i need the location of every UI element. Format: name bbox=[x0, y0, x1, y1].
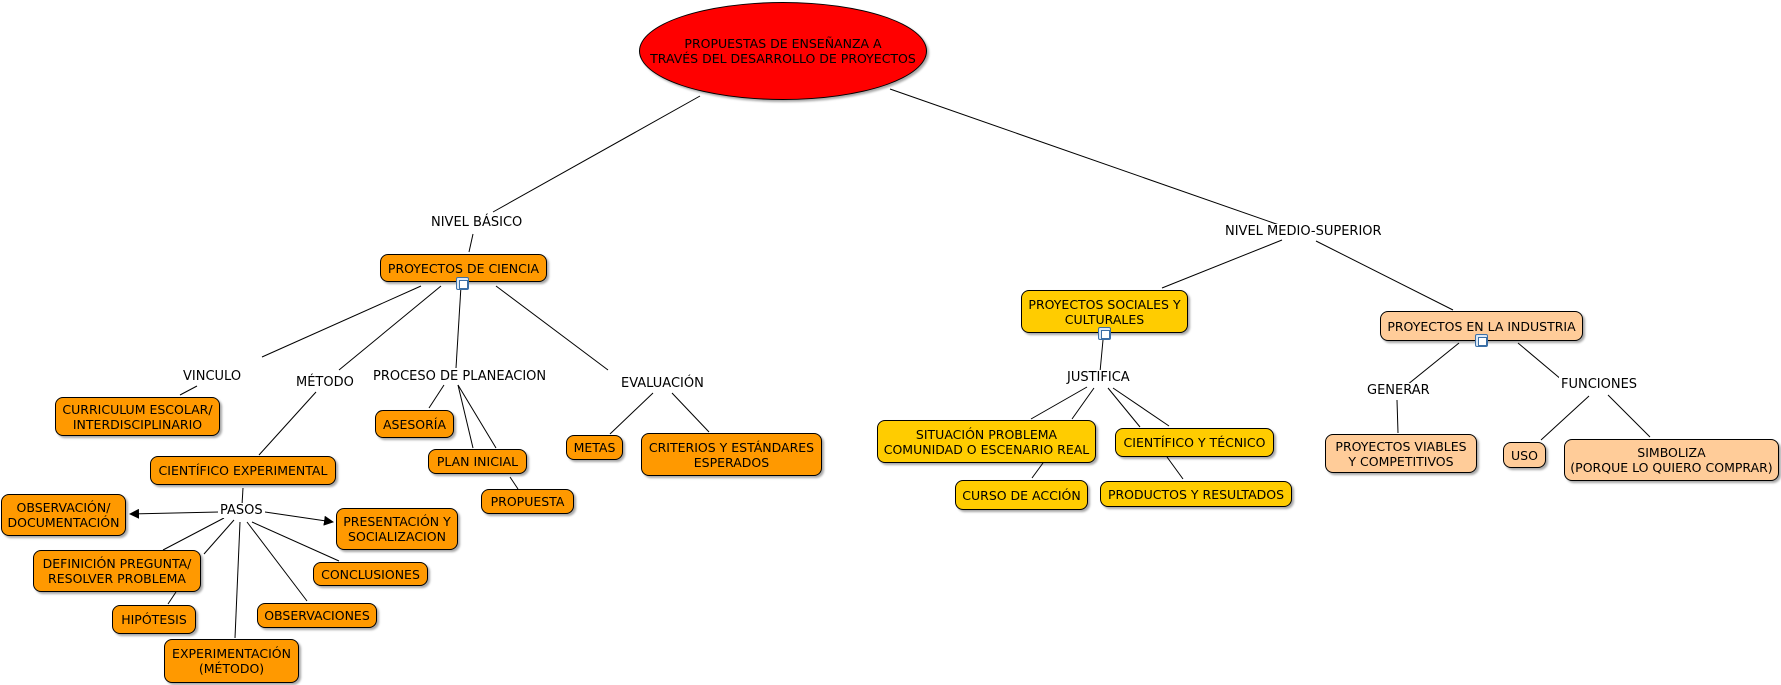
concept-simboliza: SIMBOLIZA (PORQUE LO QUIERO COMPRAR) bbox=[1564, 439, 1779, 481]
connector bbox=[203, 519, 235, 555]
connector bbox=[1166, 456, 1184, 480]
concept-hipotesis: HIPÓTESIS bbox=[112, 605, 196, 634]
concept-curriculum: CURRICULUM ESCOLAR/ INTERDISCIPLINARIO bbox=[55, 397, 220, 436]
connector bbox=[457, 384, 474, 449]
connector bbox=[234, 521, 241, 639]
concept-conclusiones: CONCLUSIONES bbox=[313, 562, 428, 586]
concept-situacion: SITUACIÓN PROBLEMA COMUNIDAD O ESCENARIO… bbox=[877, 420, 1096, 463]
connector bbox=[1031, 462, 1044, 479]
concept-observacion: OBSERVACIÓN/ DOCUMENTACIÓN bbox=[1, 494, 126, 536]
connector bbox=[671, 392, 710, 433]
connector bbox=[1112, 387, 1170, 427]
link-label-pasos: PASOS bbox=[218, 503, 265, 518]
concept-uso: USO bbox=[1503, 442, 1546, 468]
connector bbox=[1107, 387, 1141, 428]
connector bbox=[1161, 239, 1283, 289]
concept-proyectos-sociales: PROYECTOS SOCIALES Y CULTURALES bbox=[1021, 290, 1188, 333]
connector bbox=[246, 521, 308, 602]
link-label-funciones: FUNCIONES bbox=[1559, 377, 1640, 392]
connector bbox=[492, 95, 701, 213]
connector bbox=[1396, 399, 1399, 434]
concept-criterios: CRITERIOS Y ESTÁNDARES ESPERADOS bbox=[641, 433, 822, 476]
connector bbox=[468, 233, 474, 253]
link-label-generar: GENERAR bbox=[1365, 383, 1432, 398]
concept-experimentacion: EXPERIMENTACIÓN (MÉTODO) bbox=[164, 639, 299, 683]
connector bbox=[179, 385, 198, 396]
document-icon[interactable] bbox=[1098, 327, 1111, 340]
connector bbox=[241, 487, 244, 506]
connector bbox=[609, 392, 654, 435]
concept-cientifico-experimental: CIENTÍFICO EXPERIMENTAL bbox=[150, 456, 336, 485]
concept-proyectos-viables: PROYECTOS VIABLES Y COMPETITIVOS bbox=[1325, 434, 1477, 473]
link-label-vinculo: VINCULO bbox=[181, 369, 244, 384]
link-label-nivel-basico: NIVEL BÁSICO bbox=[429, 215, 525, 230]
concept-metas: METAS bbox=[566, 435, 623, 460]
connector bbox=[258, 391, 317, 456]
connector bbox=[338, 285, 442, 371]
concept-curso-accion: CURSO DE ACCIÓN bbox=[955, 480, 1088, 510]
document-icon[interactable] bbox=[1475, 334, 1488, 347]
link-label-evaluacion: EVALUACIÓN bbox=[619, 376, 706, 391]
connector bbox=[261, 285, 422, 358]
root-concept: PROPUESTAS DE ENSEÑANZA A TRAVÉS DEL DES… bbox=[639, 2, 927, 100]
connector bbox=[457, 384, 497, 449]
image-icon[interactable] bbox=[456, 277, 469, 290]
connector bbox=[1540, 395, 1590, 441]
connector bbox=[167, 591, 177, 605]
connector bbox=[1517, 342, 1563, 381]
connector bbox=[1099, 339, 1104, 373]
connector bbox=[889, 88, 1283, 227]
concept-propuesta: PROPUESTA bbox=[481, 489, 574, 514]
link-label-proceso: PROCESO DE PLANEACION bbox=[371, 369, 549, 384]
connector bbox=[251, 521, 340, 562]
connector bbox=[1071, 387, 1095, 420]
concept-plan-inicial: PLAN INICIAL bbox=[428, 449, 527, 474]
connector bbox=[428, 384, 445, 409]
connector bbox=[1030, 386, 1088, 420]
connector bbox=[1406, 342, 1460, 386]
connector bbox=[495, 285, 609, 371]
link-label-justifica: JUSTIFICA bbox=[1065, 370, 1132, 385]
concept-observaciones: OBSERVACIONES bbox=[257, 603, 377, 628]
concept-productos: PRODUCTOS Y RESULTADOS bbox=[1100, 481, 1292, 507]
connector bbox=[264, 511, 334, 526]
link-label-nivel-medio: NIVEL MEDIO-SUPERIOR bbox=[1223, 224, 1384, 239]
concept-cientifico-tecnico: CIENTÍFICO Y TÉCNICO bbox=[1115, 428, 1274, 457]
connector bbox=[455, 285, 462, 369]
connector bbox=[162, 517, 225, 551]
connector bbox=[129, 508, 220, 519]
concept-presentacion: PRESENTACIÓN Y SOCIALIZACION bbox=[336, 508, 458, 550]
concept-definicion: DEFINICIÓN PREGUNTA/ RESOLVER PROBLEMA bbox=[33, 550, 201, 592]
concept-asesoria: ASESORÍA bbox=[375, 410, 454, 438]
connector bbox=[1607, 394, 1651, 438]
link-label-metodo: MÉTODO bbox=[294, 375, 356, 390]
connector bbox=[1315, 240, 1454, 311]
connector bbox=[509, 476, 519, 490]
